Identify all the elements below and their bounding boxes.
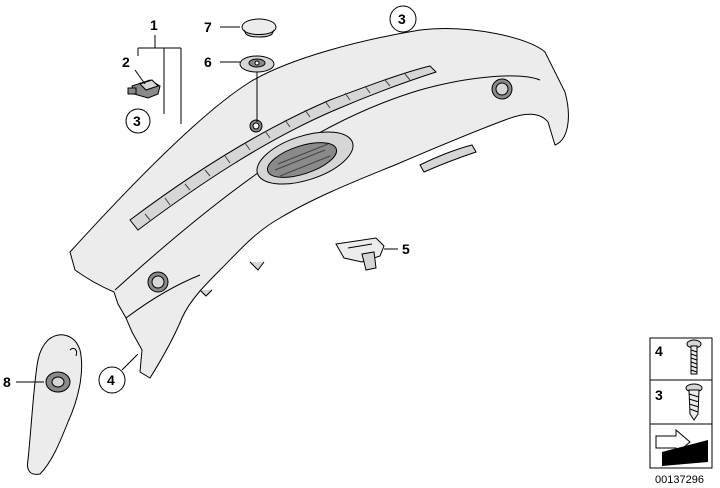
callout-7: 7 — [204, 19, 212, 35]
grommet-part-6 — [239, 55, 275, 73]
callout-circle-3-key — [125, 108, 151, 134]
callout-circle-4 — [98, 366, 126, 394]
callout-2: 2 — [122, 54, 130, 70]
callout-1: 1 — [150, 17, 158, 33]
center-vent-louvers — [274, 143, 331, 177]
cap-part-7 — [241, 18, 277, 38]
callout-circle-3-top — [389, 5, 417, 33]
callout-4: 4 — [107, 372, 115, 388]
callout-8: 8 — [3, 374, 11, 390]
legend-row-2-label: 3 — [655, 387, 663, 403]
side-trim-part-8 — [27, 334, 83, 475]
bracket-part-5 — [335, 237, 385, 271]
dashboard-trim-panel — [69, 28, 569, 379]
fastener-legend: 4 3 — [649, 337, 713, 469]
legend-row-1-label: 4 — [655, 343, 663, 359]
screw-3-icon — [685, 383, 703, 421]
leader-lines — [16, 26, 398, 383]
callout-3-top: 3 — [398, 11, 406, 27]
callout-6: 6 — [204, 54, 212, 70]
defroster-grille-hatching — [144, 73, 411, 221]
callout-5: 5 — [402, 241, 410, 257]
callout-3-key: 3 — [133, 113, 141, 129]
screw-4-icon — [686, 339, 702, 375]
diagram-number: 00137296 — [655, 474, 704, 486]
catalog-arrow-icon — [655, 428, 708, 466]
